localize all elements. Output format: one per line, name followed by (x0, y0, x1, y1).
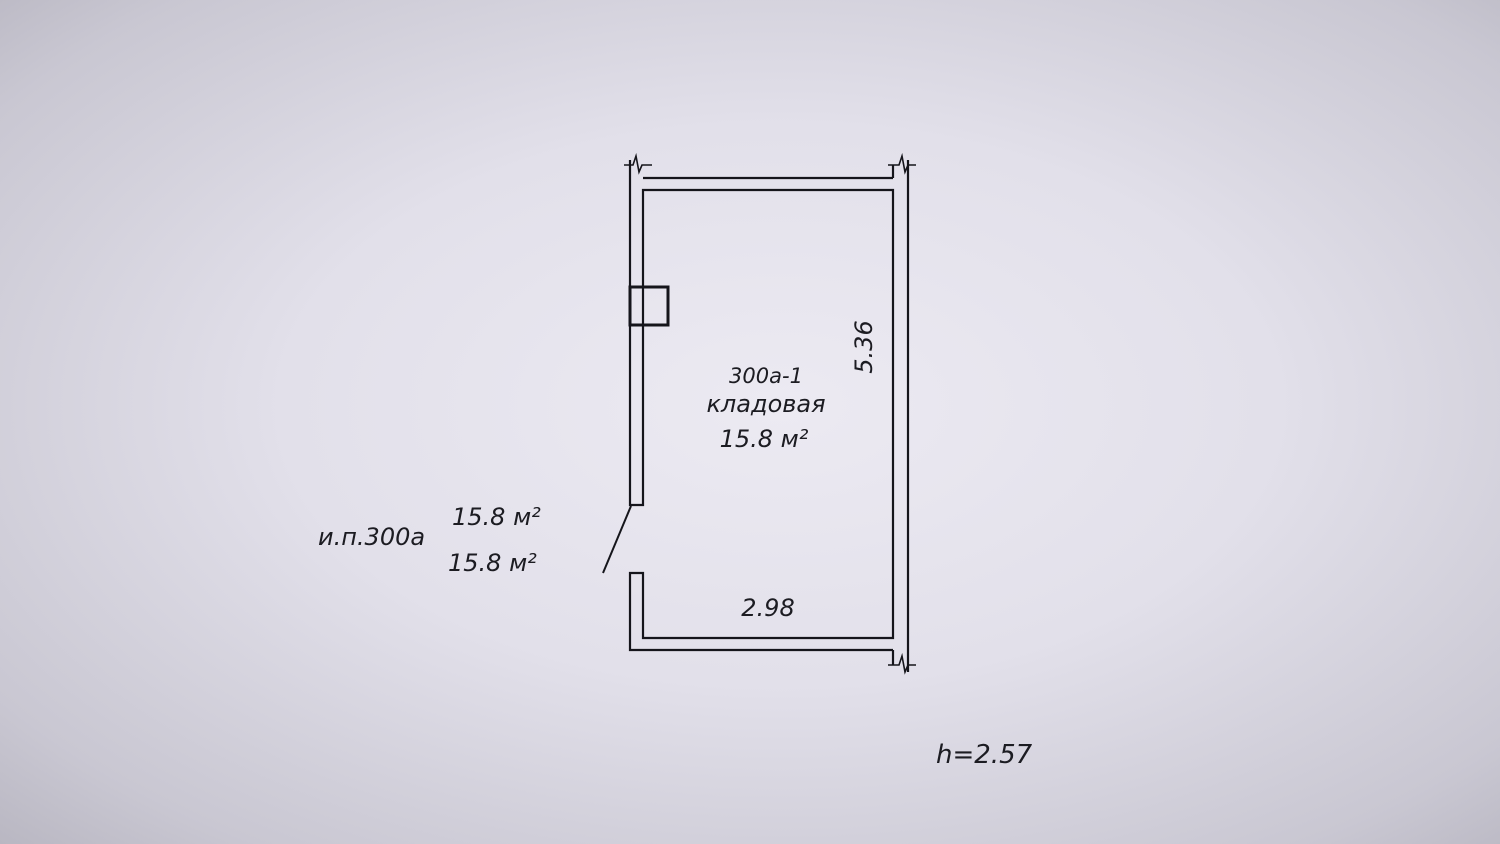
dimension-width: 2.98 (741, 594, 794, 622)
dimension-length: 5.36 (850, 320, 878, 373)
break-marks (624, 152, 916, 675)
unit-area-living: 15.8 м² (448, 549, 537, 577)
ceiling-height: h=2.57 (936, 740, 1033, 770)
room-id: 300а-1 (729, 364, 803, 388)
door-swing (602, 505, 632, 574)
walls (628, 160, 910, 672)
room-area: 15.8 м² (720, 425, 809, 453)
unit-label: и.п.300а (318, 523, 425, 551)
column (628, 285, 670, 327)
unit-area-total: 15.8 м² (452, 503, 541, 531)
room-name: кладовая (706, 390, 825, 418)
